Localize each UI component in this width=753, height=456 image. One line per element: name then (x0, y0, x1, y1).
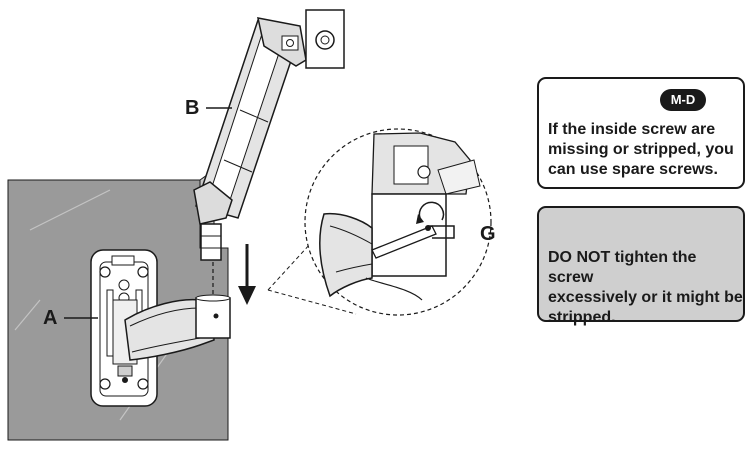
callout-label-b: B (185, 97, 200, 119)
tighten-warning-note: DO NOT tighten the screw excessively or … (537, 206, 745, 326)
zoom-detail (267, 128, 492, 316)
callout-label-a: A (43, 307, 58, 329)
md-badge: M-D (660, 89, 706, 111)
upper-arm-b (193, 9, 345, 261)
lower-arm (124, 294, 231, 361)
spare-screw-note: M-D If the inside screw are missing or s… (537, 77, 745, 189)
callout-label-g: G (480, 223, 496, 245)
spare-screw-note-text: If the inside screw are missing or strip… (548, 121, 734, 178)
tighten-warning-text: DO NOT tighten the screw excessively or … (548, 249, 743, 326)
wall-plate-a (90, 249, 158, 407)
alignment-guide (212, 244, 256, 305)
